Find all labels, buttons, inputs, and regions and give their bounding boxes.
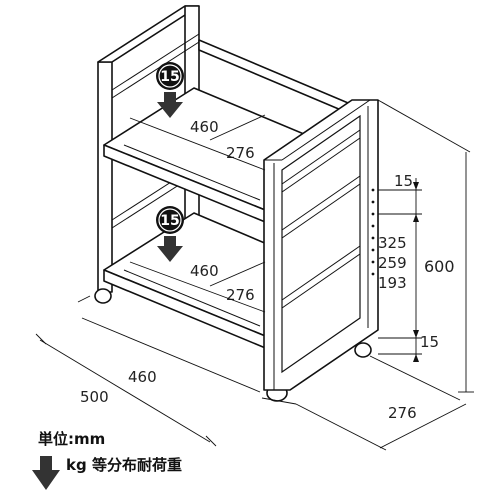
shelf-lower-width-label: 460 [190, 262, 219, 280]
bottom-dimensions [35, 295, 467, 451]
shelf-upper-depth-label: 276 [226, 144, 255, 162]
load-arrow-icon [32, 456, 60, 490]
outer-width-label: 500 [80, 388, 109, 406]
shelf-upper-width-label: 460 [190, 118, 219, 136]
shelf-height-1: 325 [378, 234, 407, 252]
shelf-lower-depth-label: 276 [226, 286, 255, 304]
legend: 単位:mm kg 等分布耐荷重 [32, 430, 182, 490]
unit-label: 単位:mm [38, 430, 105, 448]
load-value-lower: 15 [160, 213, 179, 229]
load-value-upper: 15 [160, 69, 179, 85]
top-gap-label: 15 [394, 172, 413, 190]
load-unit-label: kg [66, 456, 87, 474]
bottom-gap-label: 15 [420, 333, 439, 351]
height-label: 600 [424, 257, 455, 276]
inner-width-label: 460 [128, 368, 157, 386]
load-badge-lower: 15 [156, 206, 184, 262]
outer-depth-label: 276 [388, 404, 417, 422]
load-badge-upper: 15 [156, 62, 184, 118]
height-dimensions [377, 99, 474, 393]
shelf-height-2: 259 [378, 254, 407, 272]
front-frame [263, 99, 379, 391]
shelf-height-3: 193 [378, 274, 407, 292]
load-description: 等分布耐荷重 [92, 456, 182, 474]
